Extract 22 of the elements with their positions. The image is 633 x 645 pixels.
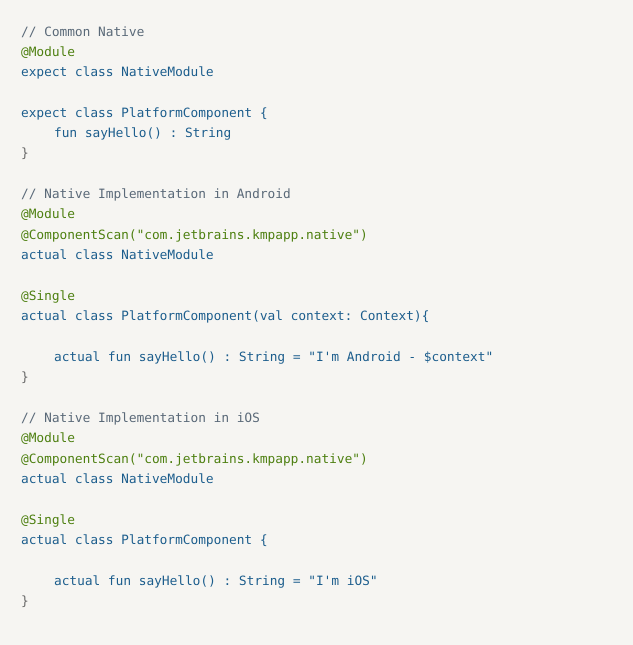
code-line: actual fun sayHello() : String = "I'm Android - $context" (54, 350, 494, 366)
code-line: actual class PlatformComponent(val context: Context){ (21, 309, 430, 325)
annotation-line: @Module (21, 207, 75, 223)
annotation-line: @Module (21, 45, 75, 61)
annotation-line: @Module (21, 431, 75, 447)
code-line: actual class NativeModule (21, 248, 214, 264)
code-comment: // Common Native (21, 25, 144, 41)
code-comment: // Native Implementation in iOS (21, 411, 260, 427)
code-line: actual fun sayHello() : String = "I'm iOS" (54, 574, 378, 590)
closing-brace: } (21, 594, 29, 610)
annotation-line: @ComponentScan("com.jetbrains.kmpapp.native") (21, 452, 368, 468)
annotation-line: @ComponentScan("com.jetbrains.kmpapp.native") (21, 228, 368, 244)
closing-brace: } (21, 370, 29, 386)
closing-brace: } (21, 146, 29, 162)
code-line: actual class PlatformComponent { (21, 533, 268, 549)
code-comment: // Native Implementation in Android (21, 187, 291, 203)
code-line: fun sayHello() : String (54, 126, 232, 142)
code-line: expect class PlatformComponent { (21, 106, 268, 122)
code-line: actual class NativeModule (21, 472, 214, 488)
code-line: expect class NativeModule (21, 65, 214, 81)
annotation-line: @Single (21, 513, 75, 529)
annotation-line: @Single (21, 289, 75, 305)
